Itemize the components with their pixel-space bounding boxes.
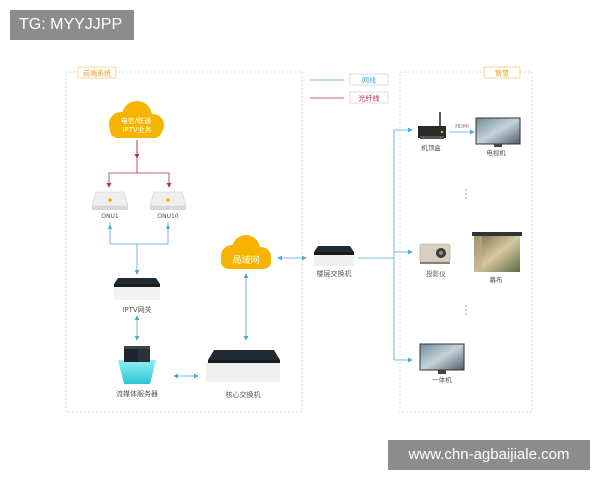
set-top-box-label: 机顶盒 <box>421 143 441 152</box>
smart-region-title: 智慧 <box>495 69 509 78</box>
lan-cloud-label: 局域网 <box>232 254 259 266</box>
lan-cloud-icon <box>221 235 271 269</box>
streaming-server-label: 流媒体服务器 <box>116 389 158 398</box>
frontend-region-title: 前端系统 <box>83 69 111 78</box>
floor-switch-icon <box>314 246 354 266</box>
core-switch-label: 核心交换机 <box>226 390 261 399</box>
more-devices-dots-top <box>465 189 467 199</box>
more-devices-dots-bottom <box>465 305 467 315</box>
projection-screen-icon <box>472 232 522 272</box>
carrier-cloud-icon <box>109 101 164 138</box>
onu10-device-icon <box>149 191 187 210</box>
set-top-box-icon <box>418 112 446 139</box>
frontend-region <box>65 71 303 413</box>
fiber-to-onu10 <box>137 172 172 188</box>
projector-icon <box>419 243 451 264</box>
streaming-server-icon <box>118 346 156 384</box>
onu1-device-icon <box>91 191 129 210</box>
legend-network-label: 网线 <box>362 76 376 85</box>
iptv-gateway-icon <box>114 278 160 300</box>
core-switch-icon <box>206 350 280 382</box>
screen-label: 幕布 <box>490 275 504 284</box>
fiber-to-onu <box>106 140 138 188</box>
projector-label: 投影仪 <box>426 269 446 278</box>
all-in-one-icon <box>419 343 465 374</box>
onu1-label: ONU1 <box>101 213 119 220</box>
all-in-one-label: 一体机 <box>432 375 452 384</box>
smart-region <box>399 71 533 413</box>
iptv-gateway-label: IPTV网关 <box>122 305 151 314</box>
tv-icon <box>475 117 521 147</box>
watermark-banner: www.chn-agbaijiale.com <box>388 440 590 470</box>
tv-label: 电视机 <box>486 148 506 157</box>
tg-overlay-badge: TG: MYYJJPP <box>10 10 134 40</box>
hdmi-label: HDMI <box>455 124 468 130</box>
carrier-cloud-label: 电信/联通 IPTV业务 <box>121 116 154 134</box>
floor-switch-label: 楼层交换机 <box>317 269 352 278</box>
legend-fiber-label: 光纤线 <box>359 94 380 103</box>
onu10-label: ONU10 <box>157 213 178 220</box>
